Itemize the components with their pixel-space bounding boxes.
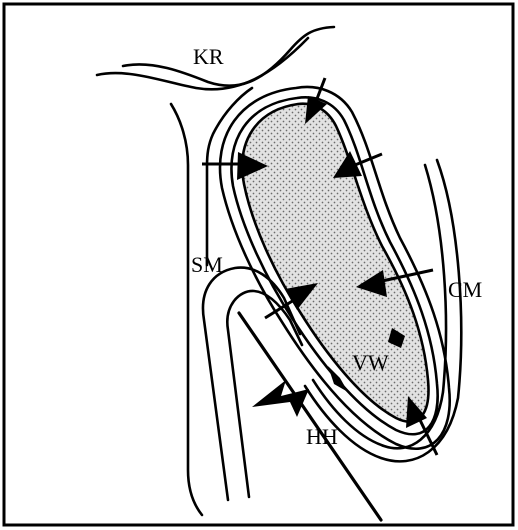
label-sm: SM — [191, 252, 223, 277]
label-cm: CM — [448, 277, 482, 302]
label-vw: VW — [352, 350, 389, 375]
figure-border — [4, 4, 513, 525]
label-kr: KR — [193, 44, 224, 69]
label-hh: HH — [306, 424, 338, 449]
